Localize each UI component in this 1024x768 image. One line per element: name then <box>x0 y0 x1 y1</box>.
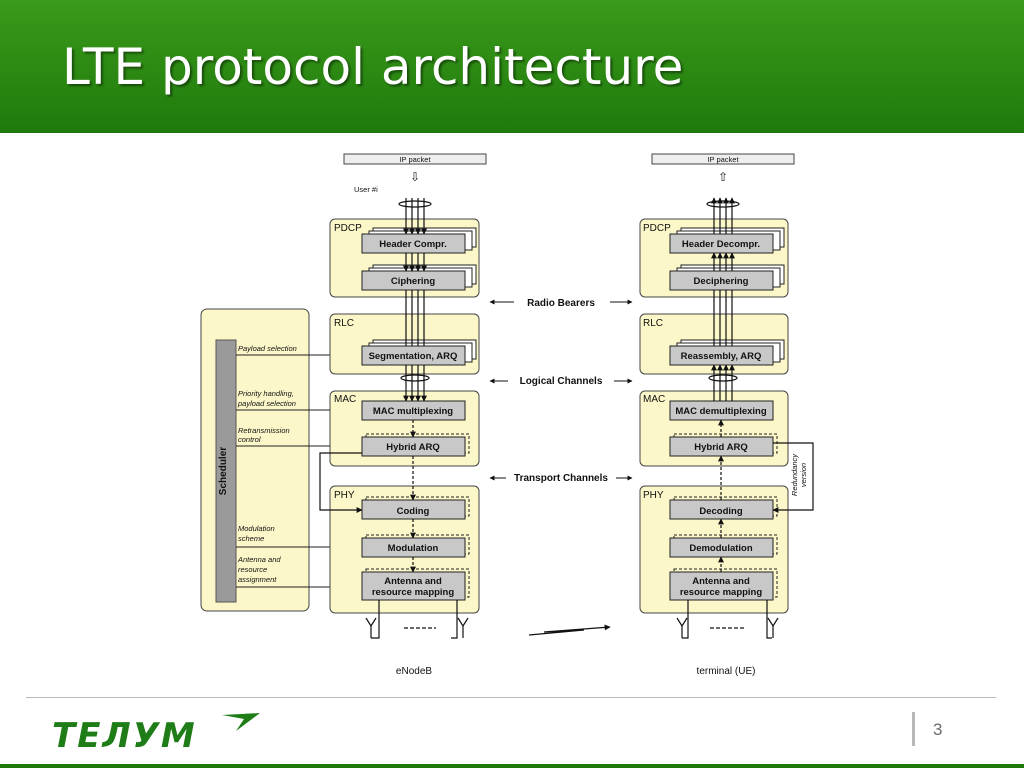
ue-antenna-icon <box>676 600 779 639</box>
deciphering-box: Deciphering <box>694 276 749 287</box>
ciphering-box: Ciphering <box>391 276 436 287</box>
svg-text:PHY: PHY <box>334 490 355 501</box>
mac-demux-box: MAC demultiplexing <box>675 406 767 417</box>
svg-text:IP packet: IP packet <box>707 155 739 164</box>
svg-text:assignment: assignment <box>238 575 277 584</box>
svg-text:RLC: RLC <box>334 318 354 329</box>
svg-text:PDCP: PDCP <box>643 223 671 234</box>
terminal-ue-label: terminal (UE) <box>697 666 756 677</box>
ue-harq-box: Hybrid ARQ <box>694 442 747 453</box>
svg-text:PHY: PHY <box>643 490 664 501</box>
slide-title: LTE protocol architecture <box>62 38 684 96</box>
title-bar: LTE protocol architecture <box>0 0 1024 133</box>
svg-text:⇩: ⇩ <box>410 170 420 184</box>
svg-text:IP packet: IP packet <box>399 155 431 164</box>
svg-text:scheme: scheme <box>238 534 264 543</box>
svg-text:Priority handling,: Priority handling, <box>238 389 294 398</box>
svg-text:Logical Channels: Logical Channels <box>520 376 603 387</box>
reassembly-box: Reassembly, ARQ <box>681 351 762 362</box>
segmentation-box: Segmentation, ARQ <box>369 351 458 362</box>
decoding-box: Decoding <box>699 506 742 517</box>
svg-text:control: control <box>238 435 261 444</box>
scheduler-label: Scheduler <box>218 447 229 495</box>
svg-text:Transport Channels: Transport Channels <box>514 473 608 484</box>
svg-text:Antenna and: Antenna and <box>237 555 281 564</box>
svg-text:⇧: ⇧ <box>718 170 728 184</box>
modulation-box: Modulation <box>388 543 439 554</box>
svg-text:PDCP: PDCP <box>334 223 362 234</box>
page-number: 3 <box>933 720 943 739</box>
page-number-separator <box>912 712 915 746</box>
svg-text:resource mapping: resource mapping <box>680 587 763 598</box>
enb-ip-packet: IP packet ⇩ <box>343 153 487 184</box>
svg-text:Antenna and: Antenna and <box>692 576 750 587</box>
enb-harq-box: Hybrid ARQ <box>386 442 439 453</box>
mac-mux-box: MAC multiplexing <box>373 406 453 417</box>
svg-text:version: version <box>799 463 808 487</box>
user-label: User #i <box>354 185 378 194</box>
header-compr-box: Header Compr. <box>379 239 447 250</box>
channel-labels: Radio Bearers Logical Channels Transport… <box>489 298 633 484</box>
radio-link-arrow <box>528 624 611 636</box>
lte-protocol-diagram: IP packet ⇩ IP packet ⇧ User #i Schedule… <box>200 153 814 677</box>
svg-text:payload selection: payload selection <box>237 399 296 408</box>
svg-text:Redundancy: Redundancy <box>790 453 799 496</box>
svg-text:RLC: RLC <box>643 318 663 329</box>
svg-text:Modulation: Modulation <box>238 524 275 533</box>
enb-antenna-icon <box>365 600 469 639</box>
ue-ip-packet: IP packet ⇧ <box>651 153 795 184</box>
footer-divider <box>26 697 996 698</box>
svg-text:Radio Bearers: Radio Bearers <box>527 298 595 309</box>
header-decompr-box: Header Decompr. <box>682 239 760 250</box>
enodeb-label: eNodeB <box>396 666 432 677</box>
redundancy-version-label: Redundancy version <box>790 453 808 496</box>
bottom-border <box>0 764 1024 768</box>
svg-text:Antenna and: Antenna and <box>384 576 442 587</box>
enb-stack: PDCP RLC MAC PHY Header Compr. Ciphering… <box>329 218 480 614</box>
demodulation-box: Demodulation <box>689 543 753 554</box>
svg-text:resource mapping: resource mapping <box>372 587 455 598</box>
coding-box: Coding <box>397 506 430 517</box>
svg-text:Retransmission: Retransmission <box>238 426 290 435</box>
ue-stack: PDCP RLC MAC PHY Header Decompr. Deciphe… <box>639 218 789 614</box>
svg-text:Payload selection: Payload selection <box>238 344 297 353</box>
svg-text:MAC: MAC <box>643 394 665 405</box>
telum-logo: ТЕЛУМ <box>52 716 197 756</box>
scheduler-panel: Scheduler Payload selection Priority han… <box>200 308 310 612</box>
svg-text:resource: resource <box>238 565 267 574</box>
svg-text:MAC: MAC <box>334 394 356 405</box>
logo-swoosh-icon <box>222 713 260 731</box>
